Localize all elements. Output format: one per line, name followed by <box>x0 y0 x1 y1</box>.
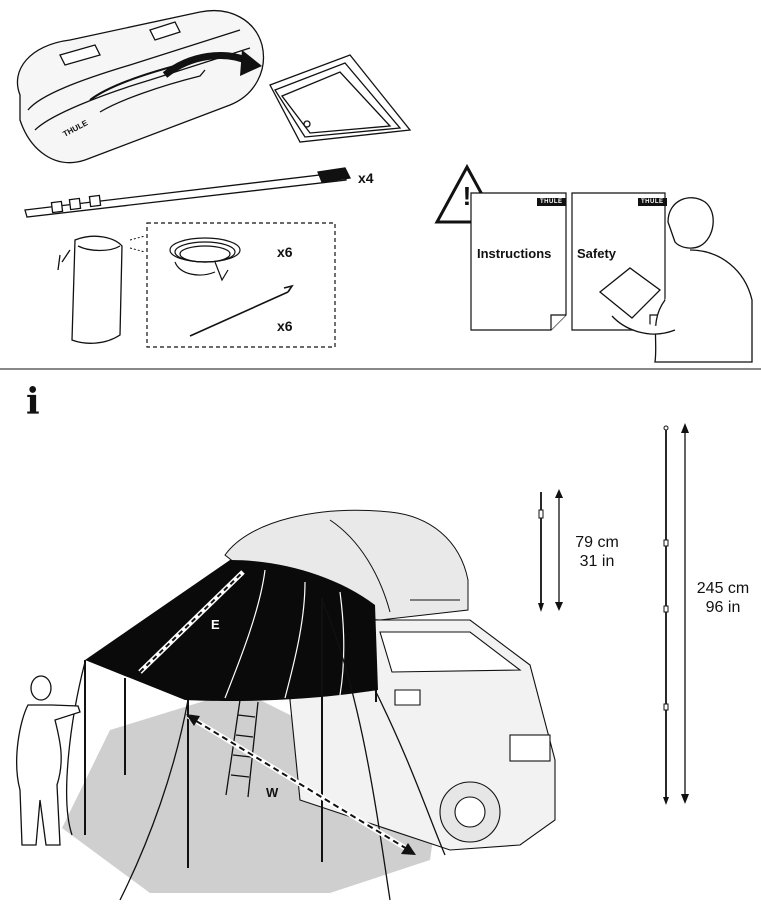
standing-person-illustration <box>16 675 81 846</box>
short-pole-cm: 79 cm <box>575 534 619 551</box>
telescopic-pole-illustration <box>24 167 351 218</box>
ladder-illustration <box>225 699 259 798</box>
dimension-w-label: W <box>266 785 279 800</box>
ground-peg-illustration <box>189 284 294 337</box>
long-pole-in: 96 in <box>705 599 741 616</box>
warning-exclamation: ! <box>462 181 472 211</box>
carry-bag-illustration <box>16 10 264 164</box>
document-sheets <box>470 192 666 331</box>
long-pole-length: 245 cm 96 in <box>690 579 756 617</box>
callout-lines <box>129 235 146 253</box>
safety-brand-tag: THULE <box>638 198 667 206</box>
rope-quantity: x6 <box>277 244 293 260</box>
awning-seams <box>224 569 345 699</box>
safety-doc-title: Safety <box>577 246 617 261</box>
dimension-e-label: E <box>211 617 220 632</box>
accessory-box <box>146 222 336 348</box>
guy-rope-illustration <box>169 237 241 282</box>
long-pole-dimension <box>663 423 689 805</box>
pole-quantity: x4 <box>358 170 374 186</box>
dimension-w-arrow-start <box>186 714 200 726</box>
peg-quantity: x6 <box>277 318 293 334</box>
folded-tarp-illustration <box>269 54 412 143</box>
instructions-brand-tag: THULE <box>537 198 566 206</box>
short-pole-in: 31 in <box>579 553 615 570</box>
ground-footprint <box>62 690 440 893</box>
awning-poles <box>84 598 377 868</box>
long-pole-cm: 245 cm <box>696 580 750 597</box>
dimension-e-line <box>139 571 244 673</box>
instructions-doc-title: Instructions <box>477 246 552 261</box>
stuff-sack-illustration <box>57 235 123 344</box>
person-reading-illustration <box>598 197 753 363</box>
short-pole-length: 79 cm 31 in <box>566 533 628 571</box>
dimension-w-line <box>187 715 413 853</box>
short-pole-dimension <box>538 489 563 612</box>
info-icon: i <box>26 381 40 423</box>
guy-ropes <box>66 599 446 901</box>
arrow-head <box>240 50 262 76</box>
dimension-w-arrow-end <box>401 843 416 855</box>
